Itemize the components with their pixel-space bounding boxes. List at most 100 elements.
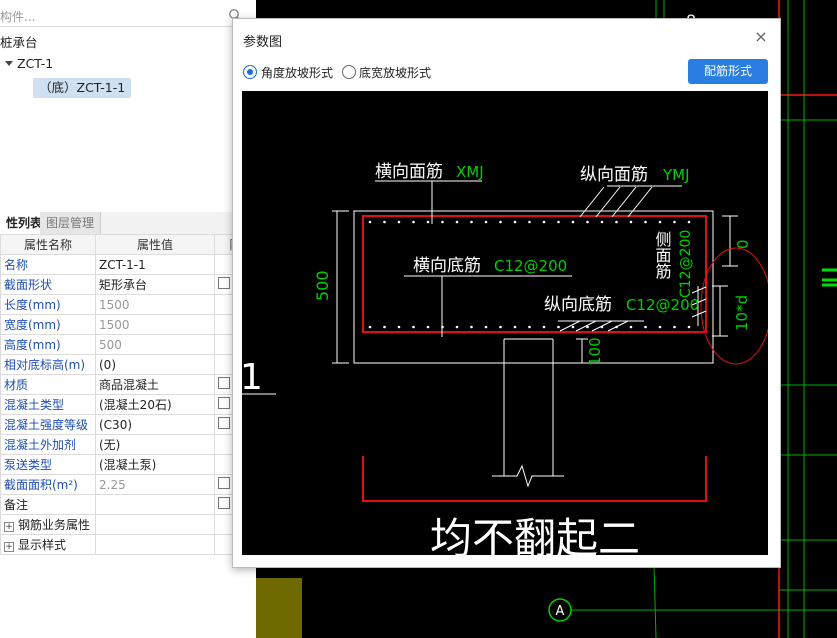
table-row[interactable]: 材质商品混凝土 — [0, 374, 257, 395]
radio-angle-label[interactable]: 角度放坡形式 — [261, 66, 334, 80]
property-value[interactable]: (无) — [95, 434, 215, 455]
tree-group[interactable]: ZCT-1 — [17, 56, 54, 71]
big-text: 均不翻起二 — [430, 514, 640, 555]
tab-property-list[interactable]: 性列表 — [0, 212, 50, 234]
code-ymj: YMJ — [662, 166, 690, 184]
rebar-dot — [644, 325, 647, 329]
table-row[interactable]: 相对底标高(m)(0) — [0, 354, 257, 375]
group-cell[interactable]: +显示样式 — [0, 534, 96, 555]
component-search[interactable]: 构件... — [0, 4, 250, 27]
property-value[interactable]: 矩形承台 — [95, 274, 215, 295]
table-row[interactable]: 混凝土外加剂(无) — [0, 434, 257, 455]
group-row[interactable]: +钢筋业务属性 — [0, 514, 257, 535]
property-value[interactable]: (0) — [95, 354, 215, 375]
rebar-dot — [687, 325, 691, 329]
group-row[interactable]: +显示样式 — [0, 534, 257, 555]
rebar-dot — [383, 220, 386, 224]
rebar-dot — [629, 325, 633, 329]
table-row[interactable]: 高度(mm)500 — [0, 334, 257, 355]
attach-checkbox[interactable] — [218, 417, 230, 429]
rebar-dot — [644, 220, 647, 224]
table-row[interactable]: 截面形状矩形承台 — [0, 274, 257, 295]
group-empty — [95, 514, 215, 535]
rebar-dot — [673, 220, 676, 224]
axis-label: A — [556, 604, 565, 619]
rebar-dot — [397, 325, 401, 329]
header-value: 属性值 — [95, 234, 215, 255]
rebar-dot — [426, 220, 430, 224]
tab-layer-management[interactable]: 图层管理 — [40, 212, 102, 234]
property-value[interactable]: 500 — [95, 334, 215, 355]
table-row[interactable]: 混凝土强度等级(C30) — [0, 414, 257, 435]
parameter-dialog: 参数图 × 角度放坡形式 底宽放坡形式 配筋形式 500 — [232, 18, 781, 568]
property-table: 属性名称 属性值 附 名称ZCT-1-1截面形状矩形承台长度(mm)1500宽度… — [0, 234, 257, 555]
attach-checkbox[interactable] — [218, 397, 230, 409]
property-name: 混凝土外加剂 — [0, 434, 96, 455]
rebar-dot — [687, 220, 691, 224]
rebar-outline — [362, 215, 707, 333]
table-row[interactable]: 宽度(mm)1500 — [0, 314, 257, 335]
rebar-dot — [629, 220, 633, 224]
table-row[interactable]: 截面面积(m²)2.25 — [0, 474, 257, 495]
rebar-dots — [368, 220, 691, 329]
lower-rebar — [362, 456, 707, 502]
property-value[interactable]: (混凝土泵) — [95, 454, 215, 475]
property-name: 混凝土强度等级 — [0, 414, 96, 435]
table-row[interactable]: 泵送类型(混凝土泵) — [0, 454, 257, 475]
rebar-form-button[interactable]: 配筋形式 — [688, 59, 768, 84]
header-name: 属性名称 — [0, 234, 96, 255]
attach-checkbox[interactable] — [218, 477, 230, 489]
rebar-dot — [600, 220, 604, 224]
dialog-title: 参数图 — [243, 35, 283, 50]
rebar-dot — [658, 325, 662, 329]
property-name: 宽度(mm) — [0, 314, 96, 335]
rebar-dot — [571, 325, 575, 329]
property-name: 名称 — [0, 254, 96, 275]
property-name: 高度(mm) — [0, 334, 96, 355]
close-icon[interactable]: × — [754, 27, 768, 46]
parameter-drawing: 500 0 10*d 100 — [242, 91, 768, 555]
code-xmj: XMJ — [456, 163, 484, 181]
label-xmj: 横向面筋 — [375, 162, 443, 182]
property-value[interactable]: 2.25 — [95, 474, 215, 495]
rebar-dot — [513, 325, 517, 329]
expand-plus-icon[interactable]: + — [4, 542, 14, 552]
attach-checkbox[interactable] — [218, 497, 230, 509]
property-value[interactable]: ZCT-1-1 — [95, 254, 215, 275]
table-row[interactable]: 长度(mm)1500 — [0, 294, 257, 315]
property-value[interactable]: 1500 — [95, 294, 215, 315]
attach-checkbox[interactable] — [218, 277, 230, 289]
search-input[interactable]: 构件... — [0, 10, 36, 24]
rebar-dot — [470, 220, 473, 224]
table-row[interactable]: 混凝土类型(混凝土20石) — [0, 394, 257, 415]
rebar-dot — [455, 220, 459, 224]
property-value[interactable]: 商品混凝土 — [95, 374, 215, 395]
rebar-dot — [383, 325, 386, 329]
label-y-bottom: 纵向底筋 — [544, 295, 612, 315]
table-row[interactable]: 备注 — [0, 494, 257, 515]
radio-width[interactable] — [342, 65, 356, 79]
radio-width-label[interactable]: 底宽放坡形式 — [359, 66, 432, 80]
property-value[interactable] — [95, 494, 215, 515]
radio-angle[interactable] — [243, 65, 257, 79]
cap-outline — [353, 210, 714, 364]
property-value[interactable]: (混凝土20石) — [95, 394, 215, 415]
expand-arrow-icon[interactable] — [5, 60, 13, 68]
dim-10d: 10*d — [733, 295, 751, 331]
property-value[interactable]: (C30) — [95, 414, 215, 435]
rebar-dot — [412, 325, 415, 329]
rebar-dot — [673, 325, 676, 329]
rebar-dot — [470, 325, 473, 329]
tree-root[interactable]: 桩承台 — [0, 35, 38, 50]
rebar-dot — [542, 325, 546, 329]
code-side: C12@200 — [678, 230, 694, 298]
expand-plus-icon[interactable]: + — [4, 522, 14, 532]
rebar-dot — [368, 220, 372, 224]
rebar-dot — [557, 325, 560, 329]
dim-0: 0 — [734, 239, 752, 249]
tree-selected-item[interactable]: （底）ZCT-1-1 — [33, 78, 132, 98]
attach-checkbox[interactable] — [218, 377, 230, 389]
group-cell[interactable]: +钢筋业务属性 — [0, 514, 96, 535]
property-value[interactable]: 1500 — [95, 314, 215, 335]
